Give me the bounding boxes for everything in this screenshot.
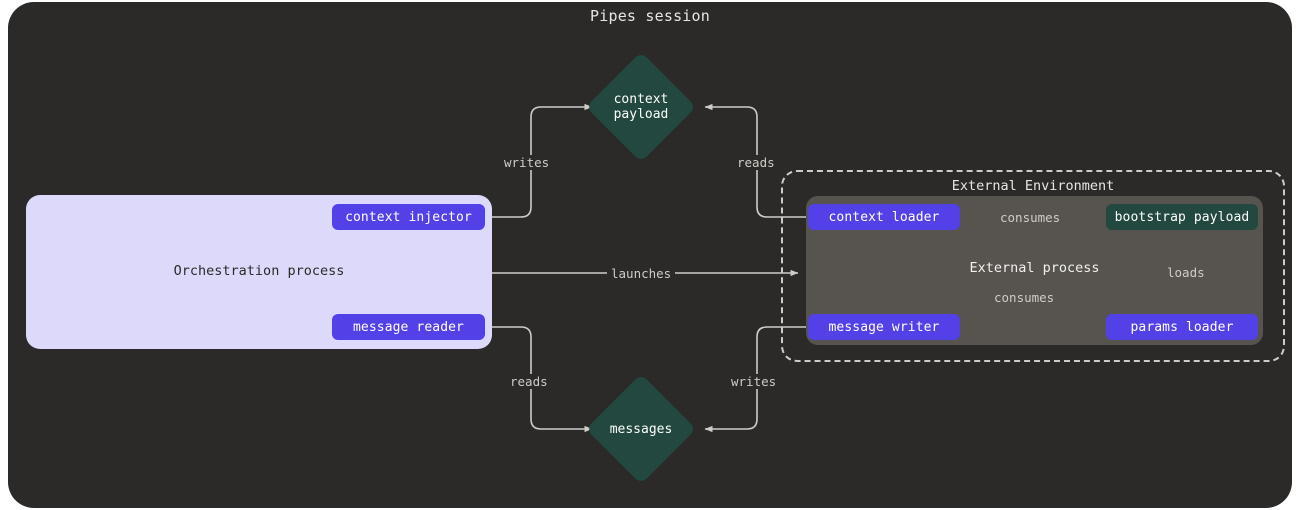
edge-label-writes-context: writes [500, 155, 554, 170]
edge-label-consumes-context: consumes [996, 210, 1065, 225]
edge-label-reads-context: reads [733, 155, 779, 170]
external-environment-label: External Environment [951, 178, 1115, 194]
diagram-title: Pipes session [590, 7, 710, 25]
edge-label-reads-messages: reads [506, 374, 552, 389]
context-payload-label: context payload [614, 92, 669, 122]
edge-label-consumes-message: consumes [990, 290, 1059, 305]
node-params-loader[interactable]: params loader [1106, 314, 1258, 340]
node-message-reader[interactable]: message reader [332, 314, 485, 340]
orchestration-process-label: Orchestration process [173, 263, 345, 279]
edge-label-launches: launches [607, 266, 676, 281]
node-messages[interactable]: messages [585, 373, 697, 485]
context-payload-label-line2: payload [613, 107, 669, 122]
node-context-loader[interactable]: context loader [808, 204, 960, 230]
node-bootstrap-payload[interactable]: bootstrap payload [1106, 204, 1258, 230]
cluster-external-environment: External Environment [781, 170, 1285, 362]
edge-label-loads-params: loads [1163, 265, 1209, 280]
context-payload-label-line1: context [613, 92, 669, 107]
node-message-writer[interactable]: message writer [808, 314, 960, 340]
edge-label-writes-messages: writes [727, 374, 781, 389]
node-context-payload[interactable]: context payload [585, 51, 697, 163]
messages-label-line1: messages [609, 421, 673, 437]
external-process-label: External process [969, 260, 1100, 276]
node-context-injector[interactable]: context injector [332, 204, 485, 230]
messages-label: messages [610, 422, 673, 437]
